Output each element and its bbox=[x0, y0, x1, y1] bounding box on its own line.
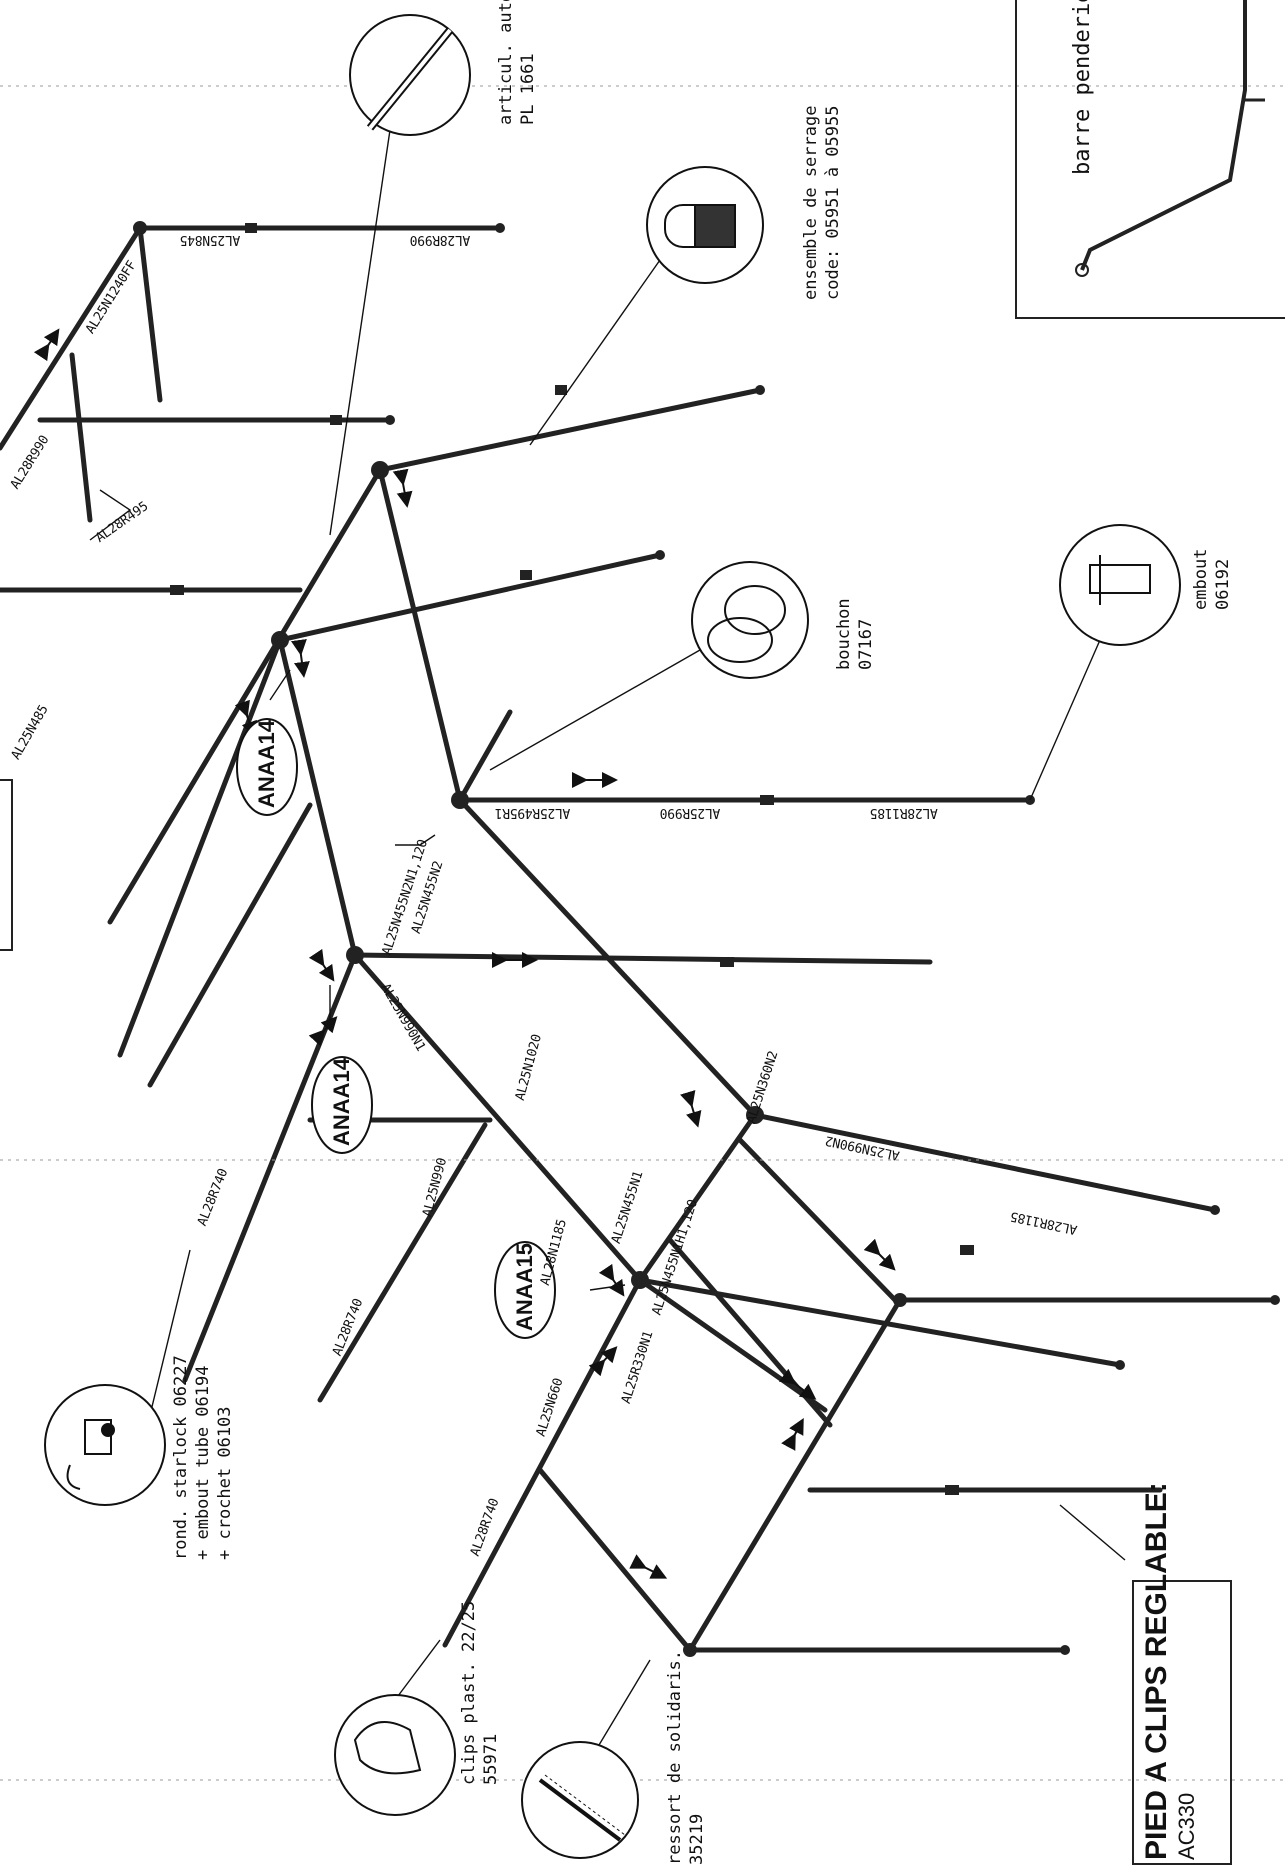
part-code: AL25N845 bbox=[180, 232, 241, 247]
detail-drawings bbox=[66, 27, 1151, 1842]
tube-collars bbox=[133, 221, 1280, 1657]
bouchon-line1: bouchon bbox=[834, 598, 854, 670]
pied-clips-text: PIED A CLIPS REGLABLE: AC330 bbox=[1140, 1482, 1200, 1860]
ressort-line2: 35219 bbox=[687, 1813, 707, 1865]
articul-line2: PL 1661 bbox=[518, 53, 538, 125]
reference-ovals bbox=[236, 718, 556, 1339]
ressort-label: ressort de solidaris. 35219 bbox=[664, 1650, 708, 1865]
bouchon-line2: 07167 bbox=[856, 618, 876, 670]
adjust-arrows bbox=[33, 328, 896, 1579]
pied-clips-title: PIED A CLIPS REGLABLE: bbox=[1140, 1482, 1173, 1860]
penderie-label: barre penderie bbox=[1070, 0, 1095, 175]
bouchon-label: bouchon 07167 bbox=[833, 598, 877, 670]
clips-detail bbox=[334, 1694, 456, 1816]
left-partial-boxes bbox=[0, 779, 13, 951]
starlock-line2: + embout tube 06194 bbox=[193, 1365, 213, 1560]
starlock-line1: rond. starlock 06227 bbox=[171, 1355, 191, 1560]
serrage-line2: code: 05951 à 05955 bbox=[823, 105, 843, 300]
embout-label: embout 06192 bbox=[1190, 549, 1234, 610]
clips-line1: clips plast. 22/25 bbox=[459, 1600, 479, 1785]
scan-marks bbox=[0, 85, 1285, 1781]
detail-circles bbox=[44, 14, 1181, 1859]
penderie-box bbox=[1015, 0, 1285, 319]
pied-clips-box bbox=[1132, 1580, 1232, 1865]
clips-label: clips plast. 22/25 55971 bbox=[458, 1601, 502, 1785]
ressort-detail bbox=[521, 1741, 639, 1859]
starlock-detail bbox=[44, 1384, 166, 1506]
serrage-line1: ensemble de serrage bbox=[801, 105, 821, 300]
ressort-line1: ressort de solidaris. bbox=[665, 1650, 685, 1865]
joint-label-3: ANAA15 bbox=[512, 1242, 537, 1331]
part-code: AL25R990 bbox=[660, 805, 721, 820]
articul-label: articul. auto PL 1661 bbox=[495, 0, 539, 125]
embout-detail bbox=[1059, 524, 1181, 646]
embout-line1: embout bbox=[1191, 548, 1211, 610]
part-code: AL28R1185 bbox=[870, 805, 938, 820]
starlock-label: rond. starlock 06227 + embout tube 06194… bbox=[170, 1355, 236, 1560]
joint-label-1: ANAA14 bbox=[254, 719, 279, 808]
leader-lines bbox=[89, 129, 1126, 1761]
part-code: AL25R495R1 bbox=[495, 805, 571, 820]
serrage-label: ensemble de serrage code: 05951 à 05955 bbox=[800, 106, 844, 300]
tube-frame bbox=[0, 225, 1278, 1653]
starlock-line3: + crochet 06103 bbox=[215, 1406, 235, 1560]
part-code: AL28R990 bbox=[410, 232, 471, 247]
clips-line2: 55971 bbox=[481, 1733, 501, 1785]
pied-clips-code: AC330 bbox=[1174, 1792, 1199, 1860]
joint-label-2: ANAA14 bbox=[329, 1057, 354, 1146]
embout-line2: 06192 bbox=[1213, 558, 1233, 610]
articul-line1: articul. auto bbox=[496, 0, 516, 125]
